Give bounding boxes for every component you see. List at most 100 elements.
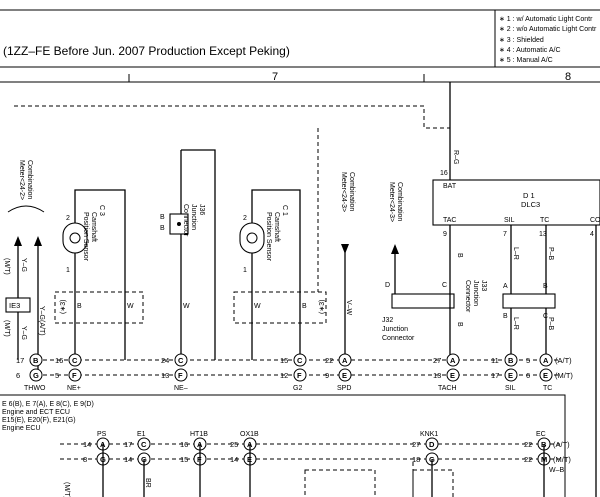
j33-pin-b2: B (503, 313, 508, 320)
terminal-e1: E1 (137, 431, 146, 438)
c1-camshaft-sensor: 2 1 C 1 Camshaft Position Sensor W B (239, 189, 307, 360)
row1-pin-letter: C (178, 356, 184, 365)
wire-label-vw: V–W (345, 300, 352, 316)
row3-pin-number: 22 (524, 440, 532, 449)
row1-pin-letter: B (33, 356, 39, 365)
shield-label-right: (∗3) (319, 300, 326, 314)
wire-label-yg-at: Y–G(A/T) (38, 306, 45, 336)
meter-left-line2: Meter<24-2> (18, 160, 25, 200)
j36-pin-b2: B (160, 225, 165, 232)
d1-co: CO (590, 217, 600, 224)
d1-tc: TC (540, 217, 549, 224)
terminal-tc: TC (543, 385, 552, 392)
note-1: ∗ 1 : w/ Automatic Light Contr (499, 16, 593, 23)
row4-pin-number: 14 (230, 455, 238, 464)
row4-pin-number: 14 (124, 455, 132, 464)
row1-pin-node (504, 353, 518, 367)
j36-name-line1: Junction (190, 204, 197, 230)
wire-label-yg-upper: Y–G (20, 258, 27, 272)
terminal-knk1: KNK1 (420, 431, 438, 438)
wire-label-rg: R–G (452, 150, 459, 164)
d1-pin-9: 9 (443, 231, 447, 238)
j36-id: J36 (198, 204, 205, 215)
row2-pin-number: 9 (325, 371, 329, 380)
row3-pin-number: 14 (83, 440, 91, 449)
row2-pin-letter: F (178, 371, 183, 380)
row2-pin-node (504, 368, 518, 382)
d1-pin-16: 16 (440, 170, 448, 177)
row2-pin-number: 17 (491, 371, 499, 380)
row1-pin-number: 27 (433, 356, 441, 365)
row1-pin-letter: A (543, 356, 549, 365)
wire-label-wb: W–B (549, 467, 565, 474)
j33-pin-a: A (503, 283, 508, 290)
terminal-ox1b: OX1B (240, 431, 259, 438)
row3-pin-letter: D (429, 440, 435, 449)
row2-pin-number: 13 (161, 371, 169, 380)
terminal-sil: SIL (505, 385, 516, 392)
wire-label-pb-lower: P–B (547, 317, 554, 331)
row1-pin-number: 15 (280, 356, 288, 365)
wire-label-w: W (127, 303, 134, 310)
terminal-thwo: THWO (24, 385, 46, 392)
j36-pin-b: B (160, 214, 165, 221)
wire-label-w: W (254, 303, 261, 310)
row2-pin-number: 5 (55, 371, 59, 380)
row1-pin-number: 5 (526, 356, 530, 365)
terminal-ps: PS (97, 431, 107, 438)
row2-pin-node (174, 368, 188, 382)
row1-pin-number: 11 (491, 356, 499, 365)
c3-id: C 3 (98, 205, 105, 216)
d1-name: DLC3 (521, 200, 540, 209)
row2-pin-number: 12 (280, 371, 288, 380)
j36-name-line2: Connector (182, 204, 189, 237)
c1-pin-1: 1 (243, 267, 247, 274)
diagram-title: (1ZZ–FE Before Jun. 2007 Production Exce… (3, 44, 290, 58)
j32-line2: Junction (382, 326, 408, 333)
row1-pin-letter: B (508, 356, 514, 365)
mt-label-upper: (M/T) (3, 258, 10, 275)
j33-name-line1: Junction (472, 280, 479, 306)
row2-pin-letter: F (297, 371, 302, 380)
terminal-ne-plus: NE+ (67, 385, 81, 392)
row1-pin-node (338, 353, 352, 367)
j33-pin-c: C (543, 313, 548, 320)
j33-junction-connector: A B B C J33 Junction Connector (464, 280, 556, 320)
ie3-label: IE3 (9, 301, 20, 310)
meter-spd-line2: Meter<24-3> (340, 172, 347, 212)
row2-pin-number: 6 (526, 371, 530, 380)
row1-pin-letter: A (450, 356, 456, 365)
row1-pin-number: 17 (16, 356, 24, 365)
c1-name-line2: Position Sensor (265, 212, 272, 262)
wire-label-pb: P–B (547, 247, 554, 261)
row3-variant: (A/T) (553, 440, 570, 449)
wire-label-b-j32: B (456, 322, 463, 327)
meter-spd-line1: Combination (348, 172, 355, 211)
note-3: ∗ 3 : Shielded (499, 37, 544, 44)
wire-label-b: B (77, 303, 82, 310)
j33-pin-b: B (543, 283, 548, 290)
c3-pin-1: 1 (66, 267, 70, 274)
row1-pin-node (29, 353, 43, 367)
header: (1ZZ–FE Before Jun. 2007 Production Exce… (0, 9, 600, 83)
ecu-box: E 6(B), E 7(A), E 8(C), E 9(D) Engine an… (0, 394, 566, 497)
c3-name-line2: Position Sensor (82, 212, 89, 262)
row2-pin-letter: E (543, 371, 548, 380)
row1-variant: (A/T) (555, 356, 572, 365)
lower-wiring: BR W–B (M/T) (63, 444, 565, 497)
note-5: ∗ 5 : Manual A/C (499, 57, 553, 64)
meter-left-line1: Combination (26, 160, 33, 199)
terminal-ec: EC (536, 431, 546, 438)
speed-meter-circuit: Combination Meter<24-3> V–W (340, 172, 355, 360)
row3-pin-number: 27 (412, 440, 420, 449)
note-4: ∗ 4 : Automatic A/C (499, 47, 561, 54)
note-2: ∗ 2 : w/o Automatic Light Contr (499, 26, 597, 33)
row2-pin-node (446, 368, 460, 382)
meter-tach-line1: Combination (396, 182, 403, 221)
row2-pin-letter: E (508, 371, 513, 380)
wire-label-br: BR (144, 478, 151, 488)
